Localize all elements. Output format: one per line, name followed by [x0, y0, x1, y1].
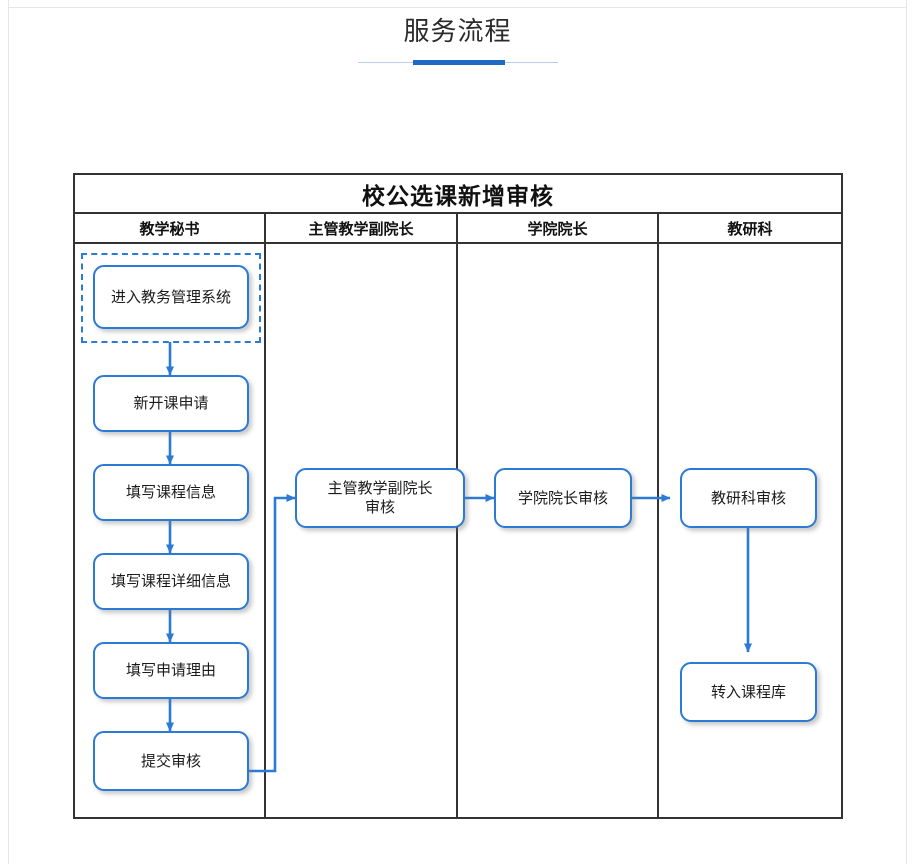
lane-column-0	[75, 244, 266, 817]
lane-body	[75, 244, 841, 817]
node-vice-dean-review[interactable]: 主管教学副院长 审核	[295, 468, 465, 528]
diagram-title: 校公选课新增审核	[362, 182, 554, 209]
selection-outline[interactable]	[81, 253, 261, 343]
node-fill-course-info[interactable]: 填写课程信息	[93, 464, 249, 521]
lane-header-label: 教研科	[727, 220, 773, 238]
page-title: 服务流程	[403, 16, 512, 46]
node-fill-application-reason[interactable]: 填写申请理由	[93, 642, 249, 699]
page-edge-top	[8, 7, 907, 8]
node-label: 新开课申请	[133, 395, 209, 412]
page-edge-left	[8, 0, 9, 864]
node-submit-review[interactable]: 提交审核	[93, 731, 249, 791]
edge-n6-n7	[246, 494, 296, 773]
node-label: 提交审核	[140, 752, 201, 770]
node-label: 填写课程信息	[125, 484, 216, 501]
lane-header-row: 教学秘书 主管教学副院长 学院院长 教研科	[75, 214, 841, 244]
lane-header-jiaoyanke: 教研科	[659, 214, 841, 242]
node-label: 主管教学副院长 审核	[327, 480, 433, 516]
diagram-title-row: 校公选课新增审核	[75, 175, 841, 214]
lane-header-zhuguanfuyuanzhang: 主管教学副院长	[266, 214, 458, 242]
node-dean-review[interactable]: 学院院长审核	[494, 468, 632, 528]
page-edge-right	[906, 0, 907, 864]
node-label: 填写申请理由	[125, 662, 216, 679]
lane-column-2	[458, 244, 659, 817]
lane-header-xueyuanyuanzhang: 学院院长	[458, 214, 659, 242]
flow-canvas: 进入教务管理系统 新开课申请 填写课程信息 填写课程详细信息 填写申请理由 提交…	[73, 173, 843, 819]
node-transfer-to-course-library[interactable]: 转入课程库	[680, 662, 817, 722]
node-label: 进入教务管理系统	[110, 288, 231, 306]
lane-header-label: 学院院长	[527, 220, 588, 238]
node-enter-academic-system[interactable]: 进入教务管理系统	[93, 265, 249, 329]
node-label: 学院院长审核	[517, 489, 608, 507]
title-underline-thick	[412, 60, 505, 65]
node-label: 转入课程库	[710, 683, 786, 701]
node-label: 填写课程详细信息	[110, 573, 231, 590]
node-label: 教研科审核	[710, 489, 786, 507]
lane-header-jiaoxuemishu: 教学秘书	[75, 214, 266, 242]
lane-column-1	[266, 244, 458, 817]
connector-layer	[166, 342, 752, 773]
title-underline	[357, 59, 558, 67]
lane-header-label: 教学秘书	[139, 220, 200, 238]
page-header: 服务流程	[0, 14, 915, 67]
node-research-office-review[interactable]: 教研科审核	[680, 468, 817, 528]
lane-header-label: 主管教学副院长	[308, 220, 414, 238]
node-new-course-application[interactable]: 新开课申请	[93, 375, 249, 432]
node-fill-course-detail[interactable]: 填写课程详细信息	[93, 553, 249, 610]
